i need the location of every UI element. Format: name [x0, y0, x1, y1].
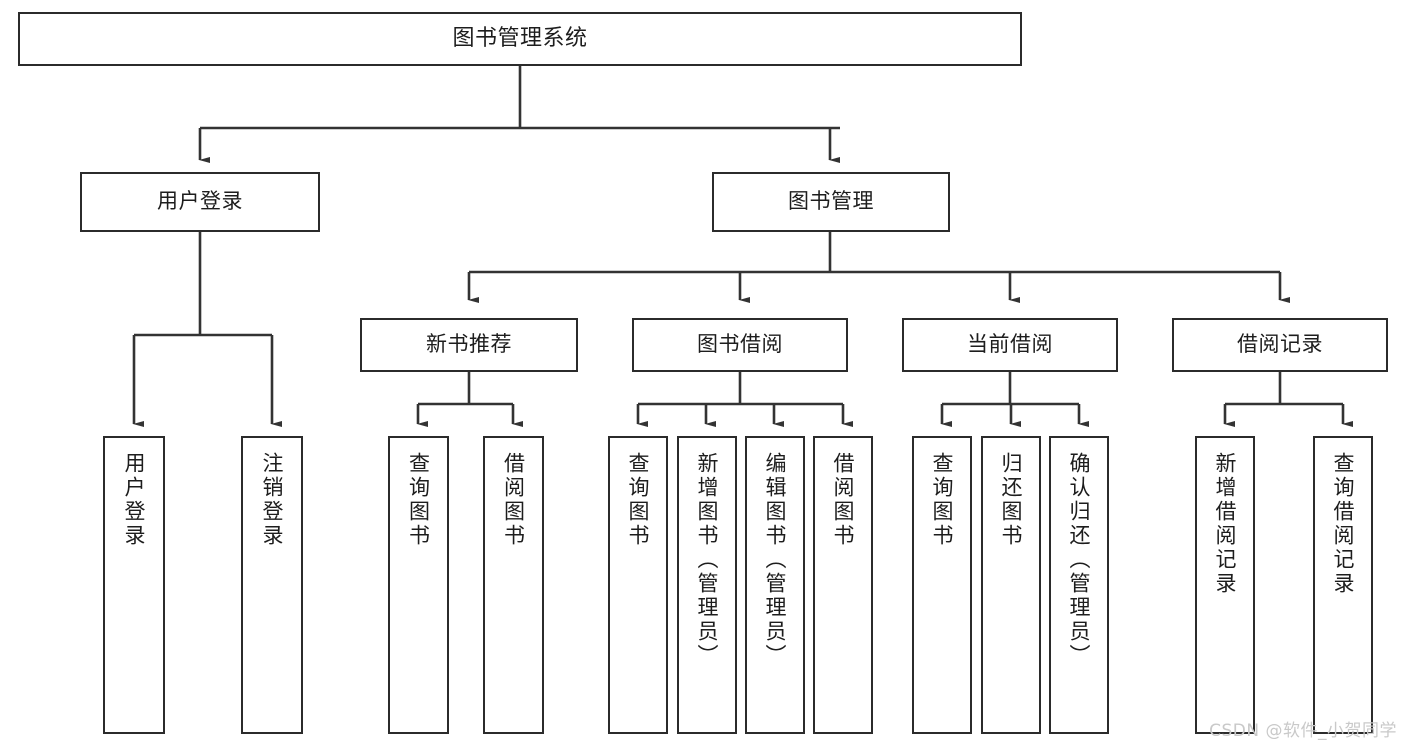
node-leaf-confirm-return-label: 确认归还（管理员） — [1067, 452, 1092, 668]
node-borrow-record[interactable]: 借阅记录 — [1172, 318, 1388, 372]
node-book-borrow-label: 图书借阅 — [697, 332, 783, 357]
node-book-manage[interactable]: 图书管理 — [712, 172, 950, 232]
node-leaf-borrow-book-2-label: 借阅图书 — [831, 452, 856, 548]
node-leaf-query-book-3-label: 查询图书 — [930, 452, 955, 548]
node-leaf-logout[interactable]: 注销登录 — [241, 436, 303, 734]
node-leaf-add-record[interactable]: 新增借阅记录 — [1195, 436, 1255, 734]
node-leaf-query-book-1[interactable]: 查询图书 — [388, 436, 449, 734]
node-current-borrow-label: 当前借阅 — [967, 332, 1053, 357]
node-root[interactable]: 图书管理系统 — [18, 12, 1022, 66]
node-leaf-query-book-2-label: 查询图书 — [626, 452, 651, 548]
node-leaf-query-record[interactable]: 查询借阅记录 — [1313, 436, 1373, 734]
node-leaf-borrow-book-2[interactable]: 借阅图书 — [813, 436, 873, 734]
node-leaf-query-book-2[interactable]: 查询图书 — [608, 436, 668, 734]
watermark: CSDN @软件_小贺同学 — [1209, 721, 1397, 741]
node-leaf-return-book-label: 归还图书 — [999, 452, 1024, 548]
node-user-login[interactable]: 用户登录 — [80, 172, 320, 232]
node-new-book-rec[interactable]: 新书推荐 — [360, 318, 578, 372]
node-new-book-rec-label: 新书推荐 — [426, 332, 512, 357]
node-leaf-user-login-label: 用户登录 — [122, 452, 147, 548]
node-leaf-confirm-return[interactable]: 确认归还（管理员） — [1049, 436, 1109, 734]
node-leaf-query-record-label: 查询借阅记录 — [1331, 452, 1356, 596]
node-leaf-add-book[interactable]: 新增图书（管理员） — [677, 436, 737, 734]
node-leaf-borrow-book-1[interactable]: 借阅图书 — [483, 436, 544, 734]
node-leaf-return-book[interactable]: 归还图书 — [981, 436, 1041, 734]
node-borrow-record-label: 借阅记录 — [1237, 332, 1323, 357]
node-leaf-add-record-label: 新增借阅记录 — [1213, 452, 1238, 596]
node-book-borrow[interactable]: 图书借阅 — [632, 318, 848, 372]
node-leaf-query-book-1-label: 查询图书 — [406, 452, 431, 548]
node-leaf-user-login[interactable]: 用户登录 — [103, 436, 165, 734]
node-leaf-edit-book-label: 编辑图书（管理员） — [763, 452, 788, 668]
node-leaf-borrow-book-1-label: 借阅图书 — [501, 452, 526, 548]
node-book-manage-label: 图书管理 — [788, 189, 874, 214]
node-leaf-edit-book[interactable]: 编辑图书（管理员） — [745, 436, 805, 734]
node-leaf-logout-label: 注销登录 — [260, 452, 285, 548]
node-user-login-label: 用户登录 — [157, 189, 243, 214]
node-current-borrow[interactable]: 当前借阅 — [902, 318, 1118, 372]
node-leaf-query-book-3[interactable]: 查询图书 — [912, 436, 972, 734]
node-root-label: 图书管理系统 — [452, 25, 588, 51]
node-leaf-add-book-label: 新增图书（管理员） — [695, 452, 720, 668]
